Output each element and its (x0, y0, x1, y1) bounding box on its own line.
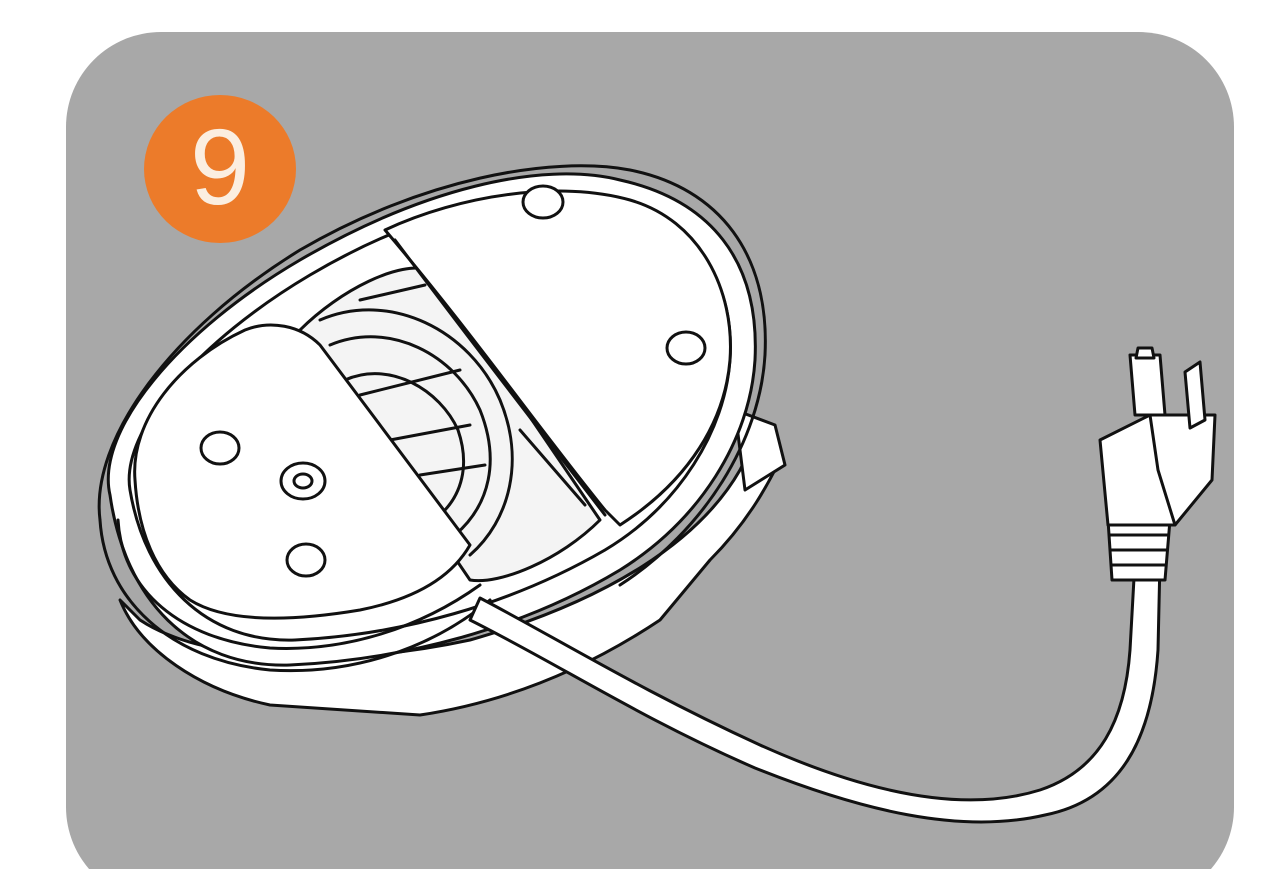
lid-left-foot-2 (281, 463, 325, 499)
lid-left-foot-3 (287, 544, 325, 576)
lid-left-foot-1 (201, 432, 239, 464)
lid-right-foot-2 (667, 332, 705, 364)
plug-prong-left (1130, 355, 1165, 415)
step-number: 9 (190, 113, 250, 221)
lid-right-foot-1 (523, 186, 563, 218)
plug-prong-right (1185, 362, 1205, 428)
step-number-badge: 9 (144, 95, 296, 243)
